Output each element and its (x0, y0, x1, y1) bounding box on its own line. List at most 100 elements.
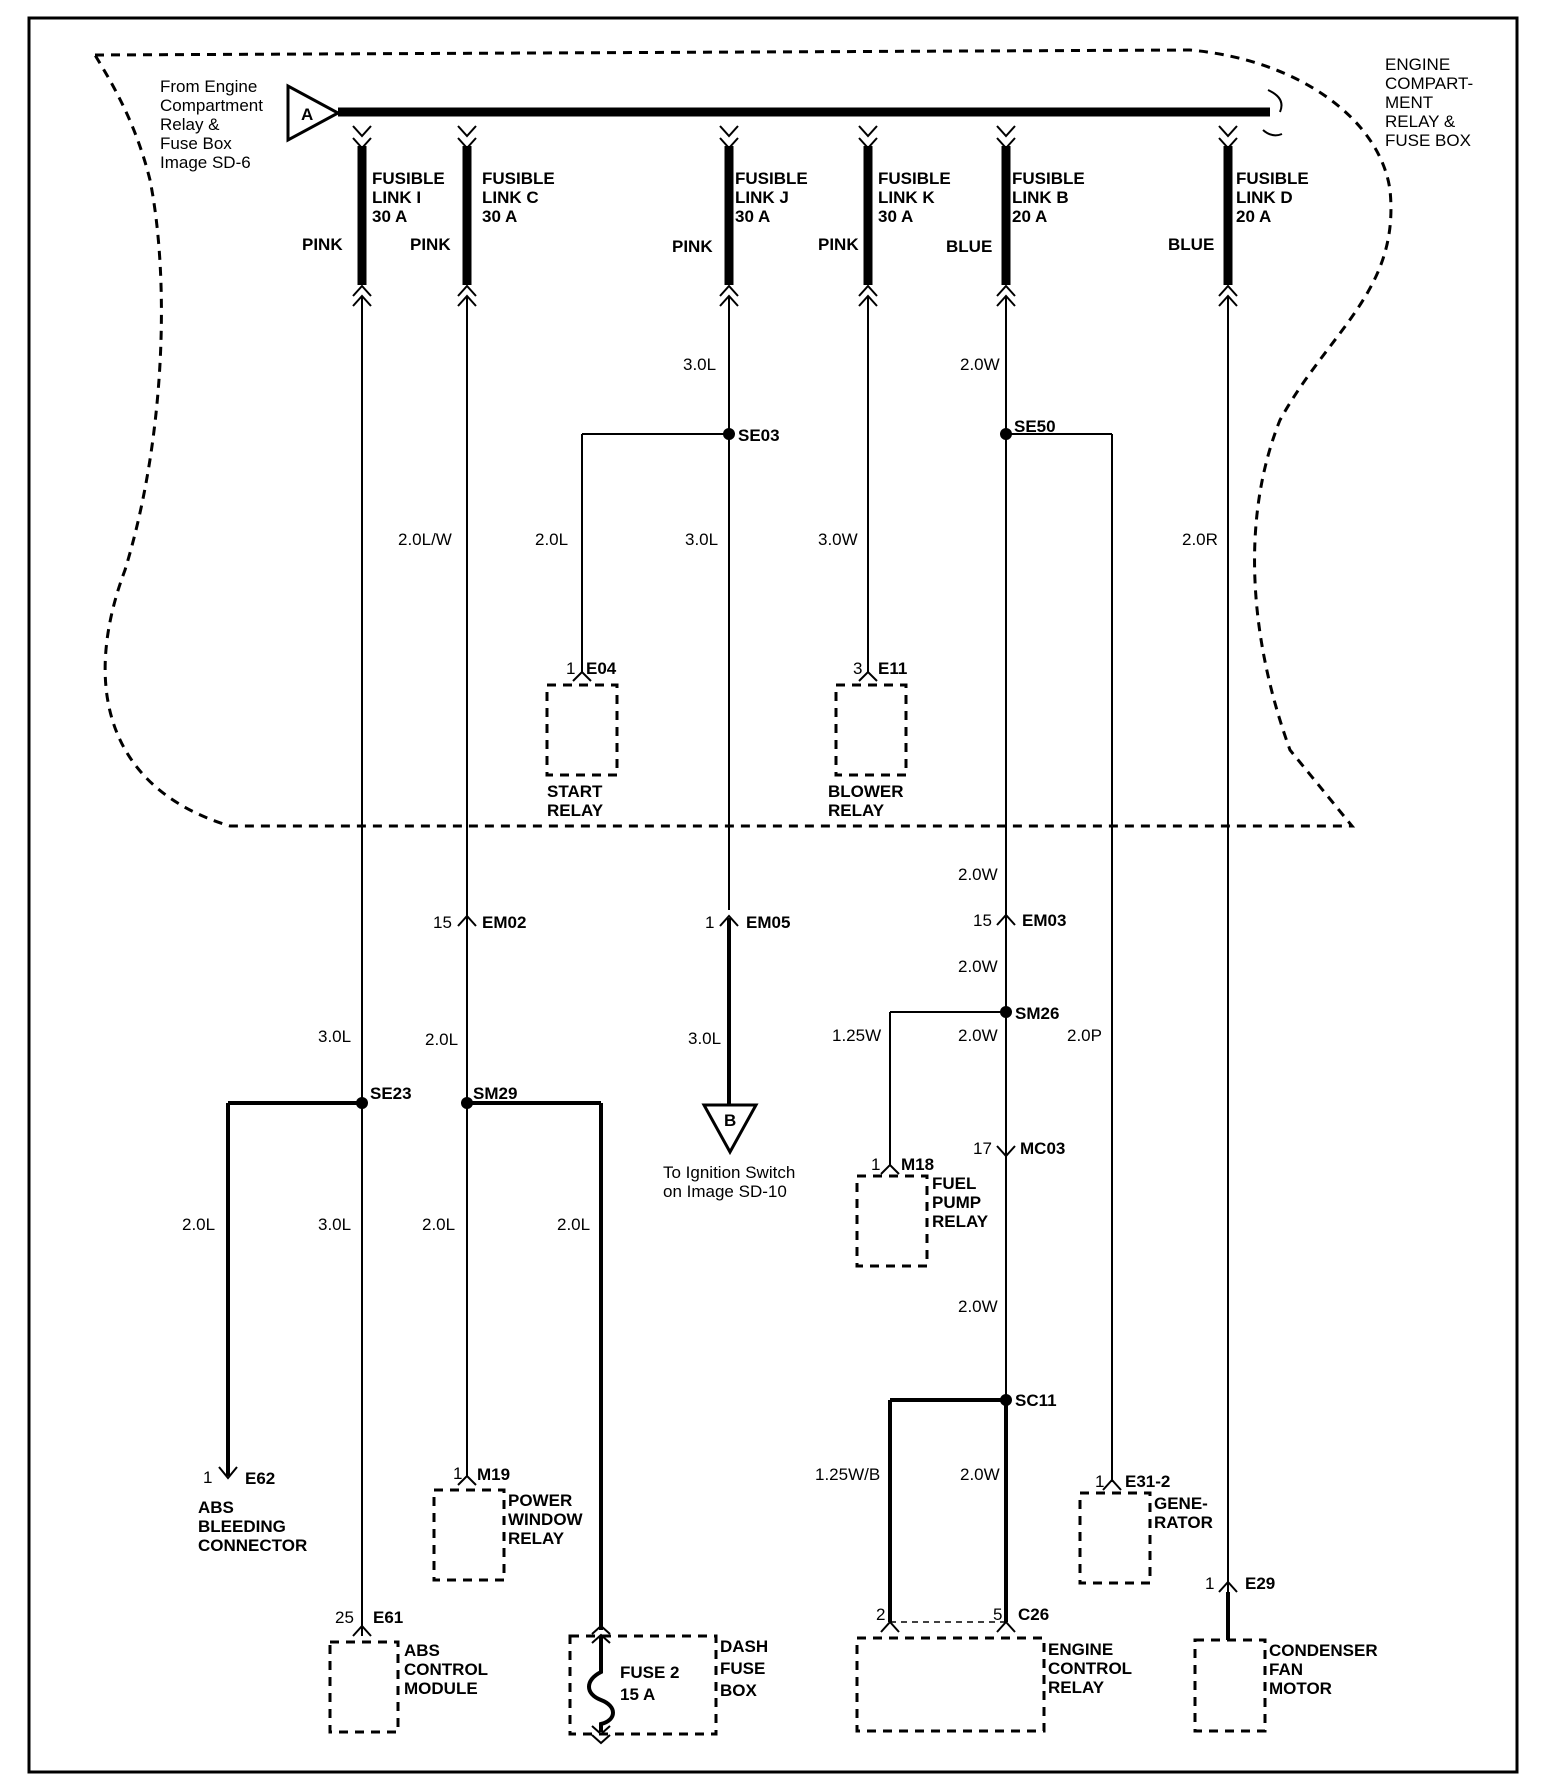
svg-text:2.0W: 2.0W (958, 1297, 998, 1316)
svg-text:2.0L: 2.0L (425, 1030, 458, 1049)
svg-text:SM29: SM29 (473, 1084, 517, 1103)
fusible-link-j: FUSIBLE LINK J 30 A PINK (672, 125, 808, 307)
svg-text:MC03: MC03 (1020, 1139, 1065, 1158)
svg-text:15: 15 (433, 913, 452, 932)
page-frame (27, 16, 1519, 1774)
fuse-2-label: FUSE 2 15 A (620, 1663, 680, 1704)
busbar-end-hook-lower (1262, 129, 1283, 137)
svg-text:FAN: FAN (1269, 1660, 1303, 1679)
svg-text:2.0L: 2.0L (422, 1215, 455, 1234)
svg-text:1.25W: 1.25W (832, 1026, 881, 1045)
svg-text:1: 1 (871, 1155, 880, 1174)
svg-text:FUEL: FUEL (932, 1174, 976, 1193)
svg-text:RATOR: RATOR (1154, 1513, 1213, 1532)
fuse-2-top-connector (591, 1624, 611, 1644)
svg-text:FUSIBLE: FUSIBLE (1236, 169, 1309, 188)
svg-text:17: 17 (973, 1139, 992, 1158)
fusible-link-b: FUSIBLE LINK B 20 A BLUE (946, 125, 1085, 307)
svg-text:2.0P: 2.0P (1067, 1026, 1102, 1045)
svg-text:2.0W: 2.0W (958, 865, 998, 884)
svg-text:START: START (547, 782, 603, 801)
svg-text:SM26: SM26 (1015, 1004, 1059, 1023)
svg-text:2.0L: 2.0L (535, 530, 568, 549)
engine-control-relay-label: ENGINE CONTROL RELAY (1048, 1640, 1132, 1697)
wire-color-label: BLUE (1168, 235, 1214, 254)
svg-text:E11: E11 (878, 659, 907, 678)
svg-text:To Ignition Switch: To Ignition Switch (663, 1163, 795, 1182)
connector-m19 (457, 1474, 477, 1486)
svg-text:LINK D: LINK D (1236, 188, 1293, 207)
svg-text:1: 1 (1095, 1472, 1104, 1491)
svg-text:FUSE BOX: FUSE BOX (1385, 131, 1471, 150)
svg-text:2.0W: 2.0W (960, 1465, 1000, 1484)
svg-text:5: 5 (993, 1605, 1002, 1624)
fuel-pump-relay-label: FUEL PUMP RELAY (932, 1174, 989, 1231)
abs-control-module-box (328, 1640, 400, 1734)
svg-text:2.0W: 2.0W (958, 1026, 998, 1045)
wire-color-label: PINK (302, 235, 343, 254)
svg-text:CONDENSER: CONDENSER (1269, 1641, 1378, 1660)
svg-text:LINK I: LINK I (372, 188, 421, 207)
svg-text:EM03: EM03 (1022, 911, 1066, 930)
generator-label: GENE- RATOR (1154, 1494, 1213, 1532)
svg-text:LINK J: LINK J (735, 188, 789, 207)
svg-text:M18: M18 (901, 1155, 934, 1174)
svg-text:2.0L: 2.0L (182, 1215, 215, 1234)
svg-text:CONTROL: CONTROL (1048, 1659, 1132, 1678)
connector-e29 (1218, 1580, 1238, 1593)
condenser-fan-motor-label: CONDENSER FAN MOTOR (1269, 1641, 1378, 1698)
wire-color-label: PINK (672, 237, 713, 256)
svg-text:Image SD-6: Image SD-6 (160, 153, 251, 172)
connector-m18 (880, 1163, 900, 1175)
connector-e31-2 (1102, 1478, 1122, 1491)
svg-text:POWER: POWER (508, 1491, 572, 1510)
svg-text:Compartment: Compartment (160, 96, 263, 115)
source-block-label: From Engine Compartment Relay & Fuse Box… (160, 77, 263, 172)
svg-text:From Engine: From Engine (160, 77, 257, 96)
svg-text:ABS: ABS (404, 1641, 440, 1660)
blower-relay-box (834, 683, 908, 777)
connector-mc03 (996, 1145, 1016, 1158)
fuse-2-bottom-connector (591, 1725, 611, 1745)
svg-text:2: 2 (876, 1605, 885, 1624)
connector-e61 (352, 1624, 372, 1637)
wire-color-label: PINK (410, 235, 451, 254)
svg-text:M19: M19 (477, 1465, 510, 1484)
zone-label: ENGINE COMPART- MENT RELAY & FUSE BOX (1385, 55, 1473, 150)
start-relay-box (545, 683, 619, 777)
connector-e11 (858, 670, 878, 682)
connector-em05 (719, 914, 739, 927)
svg-text:LINK C: LINK C (482, 188, 539, 207)
svg-text:20 A: 20 A (1236, 207, 1271, 226)
svg-text:on Image SD-10: on Image SD-10 (663, 1182, 787, 1201)
svg-text:2.0W: 2.0W (958, 957, 998, 976)
svg-text:1.25W/B: 1.25W/B (815, 1465, 880, 1484)
engine-compartment-zone (92, 48, 1393, 828)
blower-relay-label: BLOWER RELAY (828, 782, 904, 820)
dash-fuse-box-label: DASH FUSE BOX (720, 1637, 768, 1700)
svg-text:DASH: DASH (720, 1637, 768, 1656)
svg-text:3.0L: 3.0L (688, 1029, 721, 1048)
svg-text:3.0L: 3.0L (318, 1215, 351, 1234)
fuse-2-symbol (587, 1636, 615, 1732)
svg-text:SE03: SE03 (738, 426, 780, 445)
svg-text:30 A: 30 A (372, 207, 407, 226)
svg-text:COMPART-: COMPART- (1385, 74, 1473, 93)
svg-text:CONTROL: CONTROL (404, 1660, 488, 1679)
svg-text:3.0L: 3.0L (683, 355, 716, 374)
svg-text:FUSIBLE: FUSIBLE (878, 169, 951, 188)
svg-text:E61: E61 (373, 1608, 403, 1627)
svg-text:FUSIBLE: FUSIBLE (1012, 169, 1085, 188)
svg-text:3.0L: 3.0L (685, 530, 718, 549)
svg-text:MODULE: MODULE (404, 1679, 478, 1698)
svg-text:E31-2: E31-2 (1125, 1472, 1170, 1491)
svg-text:1: 1 (566, 659, 575, 678)
svg-text:BOX: BOX (720, 1681, 758, 1700)
svg-text:3: 3 (853, 659, 862, 678)
svg-text:SE50: SE50 (1014, 417, 1056, 436)
svg-text:RELAY: RELAY (1048, 1678, 1105, 1697)
svg-text:15 A: 15 A (620, 1685, 655, 1704)
svg-text:2.0W: 2.0W (960, 355, 1000, 374)
svg-text:RELAY: RELAY (508, 1529, 565, 1548)
engine-control-relay-box (855, 1636, 1046, 1733)
